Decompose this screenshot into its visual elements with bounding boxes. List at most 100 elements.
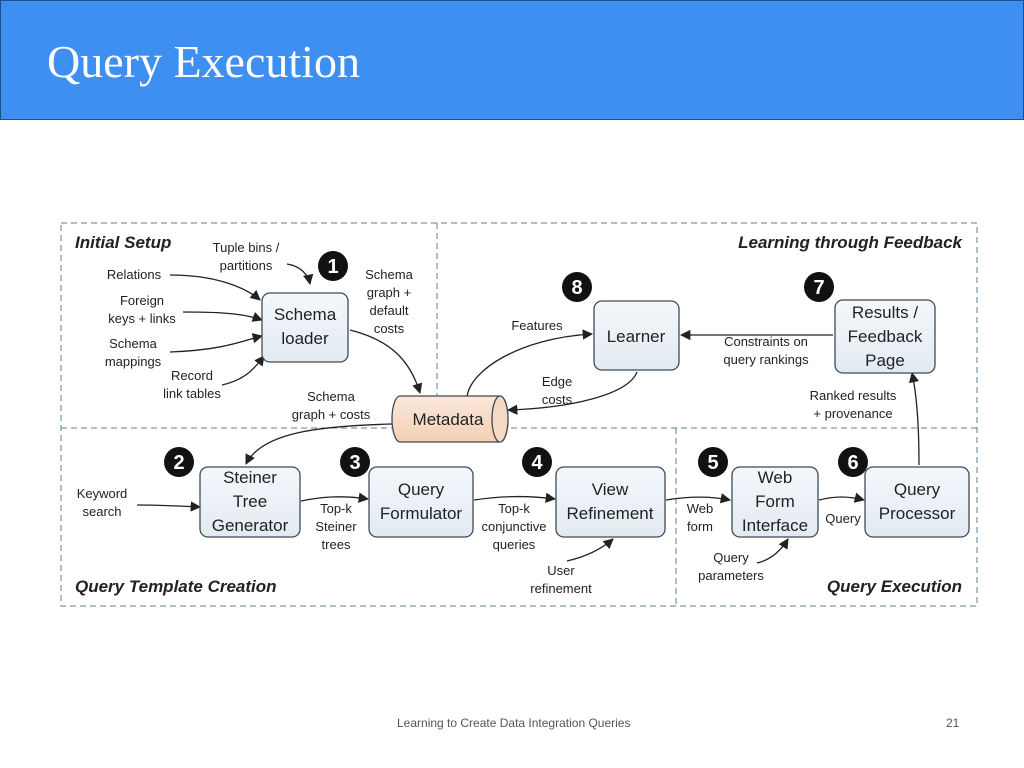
node-steiner-box [199, 466, 301, 538]
label-user-refinement-1: User [547, 563, 575, 578]
node-metadata-label: Metadata [413, 410, 484, 429]
badge-1: 1 [318, 251, 348, 281]
edge-tuple-bins [286, 263, 314, 286]
edge-user-refinement [566, 538, 614, 562]
edge-record-link [221, 355, 265, 386]
badge-7: 7 [804, 272, 834, 302]
svg-text:3: 3 [349, 452, 360, 474]
label-query-params-2: parameters [698, 568, 764, 583]
slide-title: Query Execution [47, 36, 360, 87]
badge-3: 3 [340, 447, 370, 477]
label-foreign-keys-2: keys + links [108, 311, 176, 326]
section-title-learning-feedback: Learning through Feedback [738, 233, 963, 252]
label-keyword-search-1: Keyword [77, 486, 128, 501]
badge-2: 2 [164, 447, 194, 477]
label-schema-mappings-2: mappings [105, 354, 162, 369]
page-number: 21 [946, 716, 960, 730]
badge-6: 6 [838, 447, 868, 477]
label-record-link-2: link tables [163, 386, 221, 401]
label-schema-graph-default-3: default [369, 303, 408, 318]
section-title-query-execution: Query Execution [827, 577, 962, 596]
node-view-refinement-line-1: View [592, 480, 629, 499]
node-steiner-line-3: Generator [212, 516, 289, 535]
label-query-params-1: Query [713, 550, 749, 565]
label-tuple-bins-2: partitions [220, 258, 273, 273]
label-relations: Relations [107, 267, 162, 282]
node-web-form-line-1: Web [758, 468, 793, 487]
label-record-link-1: Record [171, 368, 213, 383]
node-results-feedback-box [834, 299, 936, 374]
node-web-form-line-3: Interface [742, 516, 808, 535]
svg-text:4: 4 [531, 452, 543, 474]
node-query-processor-line-1: Query [894, 480, 941, 499]
label-schema-graph-default-1: Schema [365, 267, 413, 282]
label-tuple-bins-1: Tuple bins / [213, 240, 280, 255]
section-title-initial-setup: Initial Setup [75, 233, 171, 252]
svg-text:1: 1 [327, 256, 338, 278]
label-ranked-results-1: Ranked results [810, 388, 897, 403]
svg-text:5: 5 [707, 452, 718, 474]
edges [136, 263, 920, 564]
node-view-refinement-box [555, 466, 666, 538]
label-web-form-2: form [687, 519, 713, 534]
node-results-line-2: Feedback [848, 327, 923, 346]
edge-query-params [756, 538, 789, 564]
label-schema-graph-default-4: costs [374, 321, 405, 336]
node-steiner-line-1: Steiner [223, 468, 277, 487]
label-schema-graph-default-2: graph + [367, 285, 411, 300]
label-topk-conjunctive-3: queries [493, 537, 536, 552]
label-topk-conjunctive-1: Top-k [498, 501, 530, 516]
edge-topk-steiner [300, 492, 370, 503]
node-learner-label: Learner [607, 327, 666, 346]
section-title-query-template-creation: Query Template Creation [75, 577, 277, 596]
node-labels: Schema loader Metadata Learner Results /… [212, 303, 956, 535]
node-steiner-line-2: Tree [233, 492, 267, 511]
node-learner-box [593, 300, 680, 371]
label-schema-graph-costs-1: Schema [307, 389, 355, 404]
node-results-line-1: Results / [852, 303, 918, 322]
edge-query [818, 492, 866, 503]
label-topk-steiner-3: trees [322, 537, 351, 552]
edge-relations [169, 274, 261, 301]
label-query: Query [825, 511, 861, 526]
label-schema-mappings-1: Schema [109, 336, 157, 351]
edge-topk-conjunctive [473, 492, 557, 503]
node-query-processor-line-2: Processor [879, 504, 956, 523]
node-schema-loader-line-1: Schema [274, 305, 337, 324]
node-query-processor-box [864, 466, 970, 538]
label-user-refinement-2: refinement [530, 581, 592, 596]
label-web-form-1: Web [687, 501, 714, 516]
svg-text:8: 8 [571, 277, 582, 299]
node-view-refinement-line-2: Refinement [567, 504, 654, 523]
label-topk-steiner-1: Top-k [320, 501, 352, 516]
svg-text:7: 7 [813, 277, 824, 299]
nodes [199, 292, 970, 538]
label-topk-steiner-2: Steiner [315, 519, 357, 534]
label-ranked-results-2: + provenance [813, 406, 892, 421]
badge-5: 5 [698, 447, 728, 477]
label-features: Features [511, 318, 563, 333]
label-foreign-keys-1: Foreign [120, 293, 164, 308]
metadata-cylinder [391, 395, 509, 443]
edge-features [466, 329, 594, 398]
label-keyword-search-2: search [82, 504, 121, 519]
edge-ranked-results [908, 371, 920, 466]
label-constraints-1: Constraints on [724, 334, 808, 349]
label-edge-costs-1: Edge [542, 374, 572, 389]
node-schema-loader-box [261, 292, 349, 363]
node-web-form-box [731, 466, 819, 538]
svg-text:6: 6 [847, 452, 858, 474]
edge-web-form [665, 493, 732, 504]
label-edge-costs-2: costs [542, 392, 573, 407]
title-bar: Query Execution [0, 0, 1024, 120]
edge-keyword-search [136, 501, 202, 512]
node-query-formulator-line-1: Query [398, 480, 445, 499]
label-schema-graph-costs-2: graph + costs [292, 407, 371, 422]
badges: 1 8 7 2 3 4 5 6 [164, 251, 868, 477]
node-schema-loader-line-2: loader [281, 329, 329, 348]
node-query-formulator-line-2: Formulator [380, 504, 463, 523]
edge-foreign-keys [182, 311, 263, 322]
edge-schema-mappings [169, 333, 264, 353]
label-constraints-2: query rankings [723, 352, 809, 367]
